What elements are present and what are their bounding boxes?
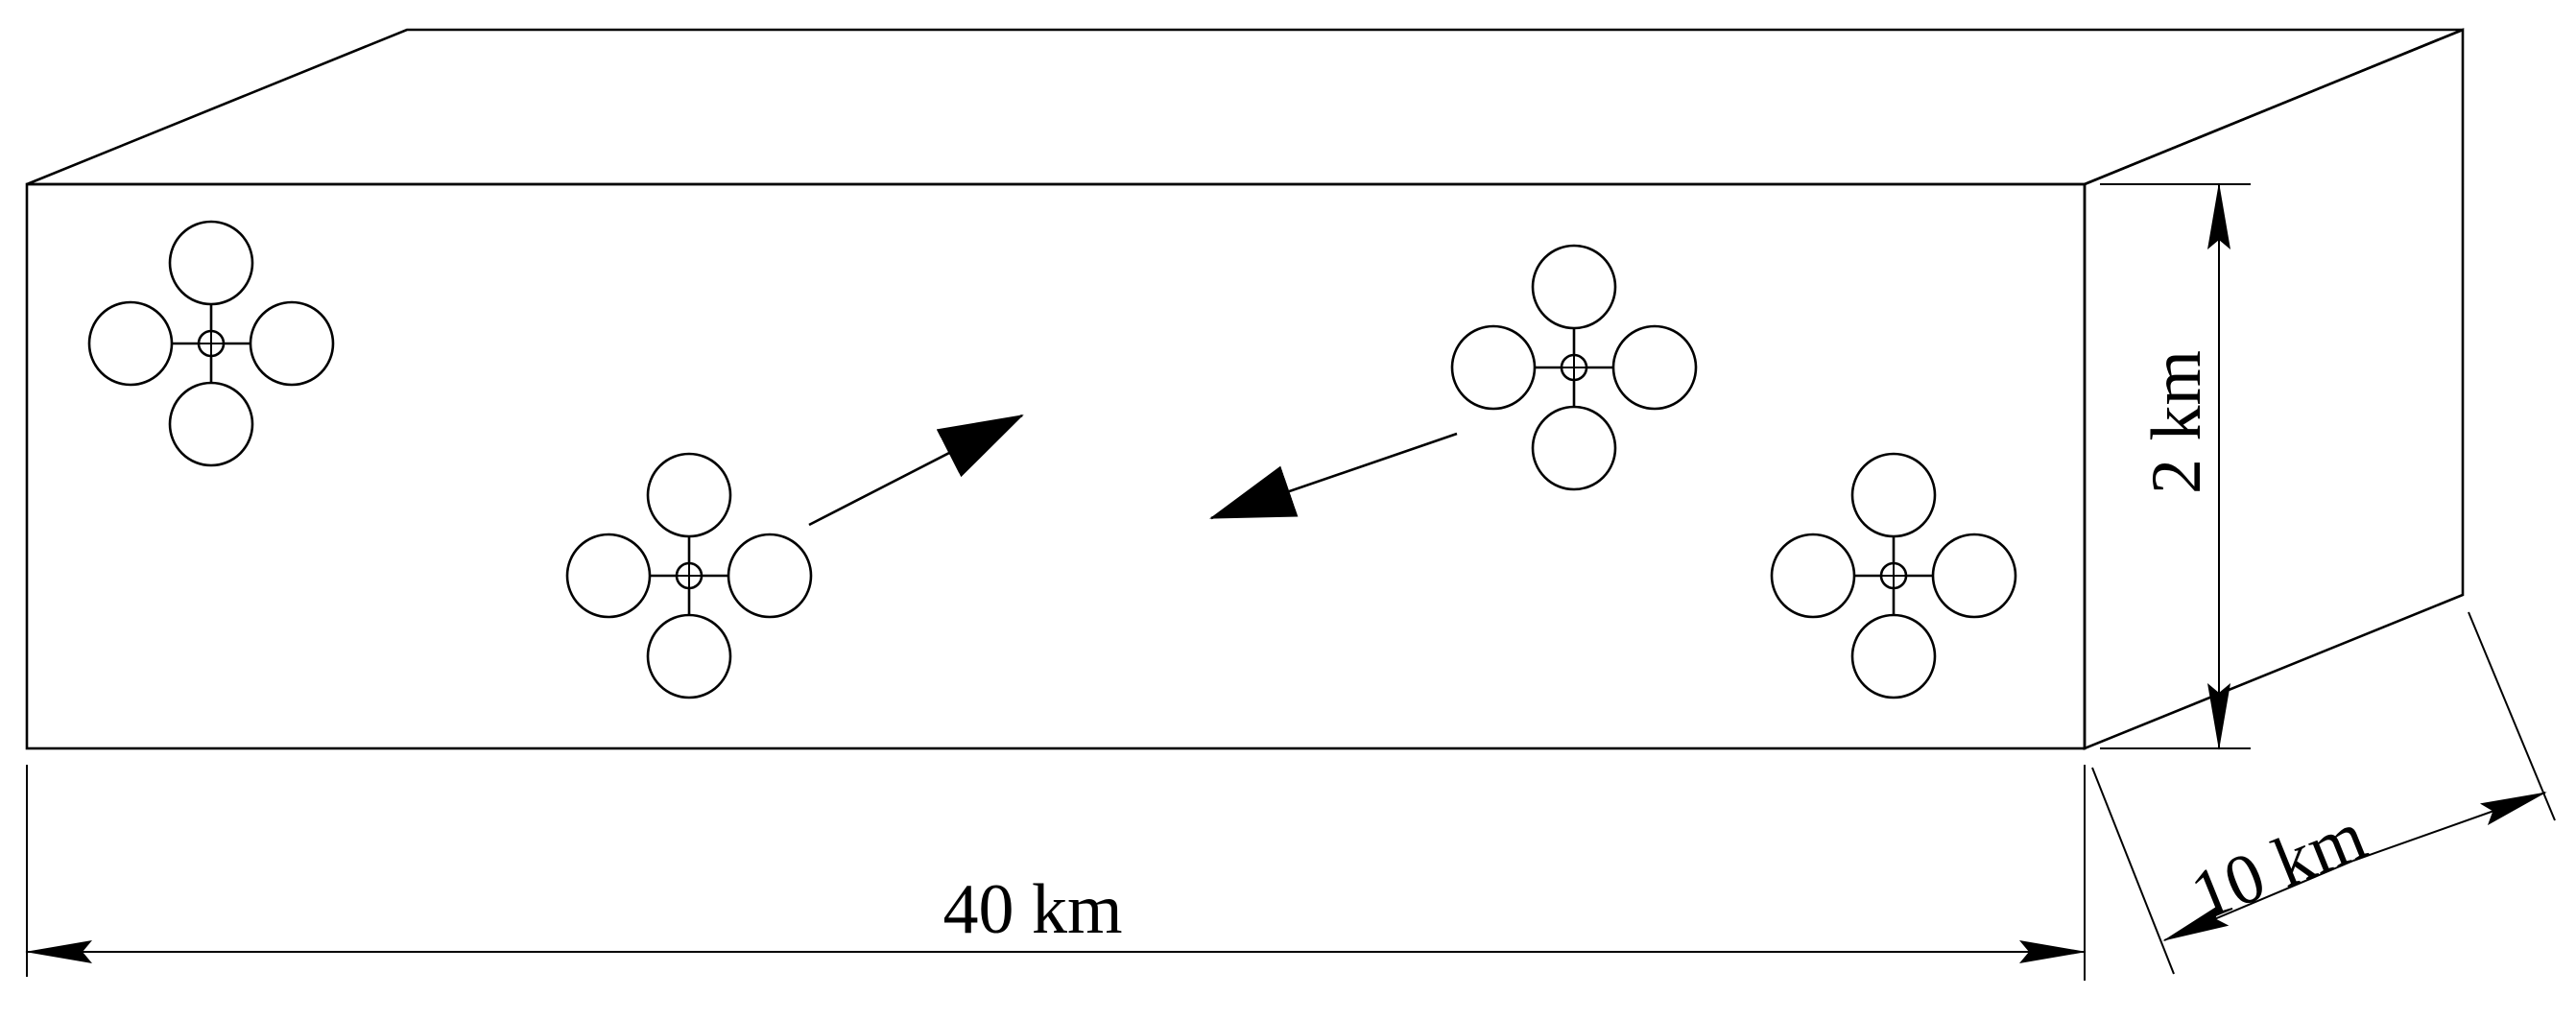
box-top-face	[26, 28, 2464, 186]
drone-rotor	[87, 300, 174, 387]
depth-label: 10 km	[2181, 796, 2376, 936]
motion-arrows	[808, 414, 1458, 527]
length-dimension: 40 km	[25, 765, 2087, 981]
depth-extension-back	[2468, 611, 2556, 821]
drone-rotor	[1931, 533, 2017, 619]
depth-extension-front	[2091, 767, 2175, 975]
height-label: 2 km	[2137, 350, 2216, 494]
drone-rotor	[646, 613, 732, 699]
length-label: 40 km	[942, 870, 1122, 949]
depth-dimension: 10 km	[2091, 611, 2556, 975]
drone-rotor	[1531, 405, 1617, 491]
drone-rotor	[1450, 324, 1537, 411]
airspace-box	[25, 28, 2465, 750]
drone-rotor	[1850, 613, 1937, 699]
drone-rotor	[1611, 324, 1698, 411]
box-front-face	[25, 182, 2087, 750]
drone-center-left	[565, 452, 813, 699]
depth-arrow-line-front	[2162, 860, 2354, 941]
drone-rotor	[727, 533, 813, 619]
arrow-down-left	[1209, 432, 1458, 520]
drone-rotor	[1770, 533, 1856, 619]
drone-rotor	[168, 381, 254, 467]
drone-top-left	[87, 220, 335, 467]
drone-rotor	[168, 220, 254, 306]
height-dimension: 2 km	[2100, 182, 2251, 750]
drone-rotor	[565, 533, 652, 619]
drone-center-right	[1450, 244, 1698, 491]
arrow-up-right	[808, 414, 1024, 527]
box-right-face	[2083, 28, 2465, 750]
depth-arrow-line-back	[2352, 792, 2547, 862]
drone-bottom-right	[1770, 452, 2017, 699]
drone-rotor	[249, 300, 335, 387]
drone-rotor	[646, 452, 732, 538]
drone-group	[87, 220, 2017, 699]
drone-rotor	[1531, 244, 1617, 330]
drone-rotor	[1850, 452, 1937, 538]
